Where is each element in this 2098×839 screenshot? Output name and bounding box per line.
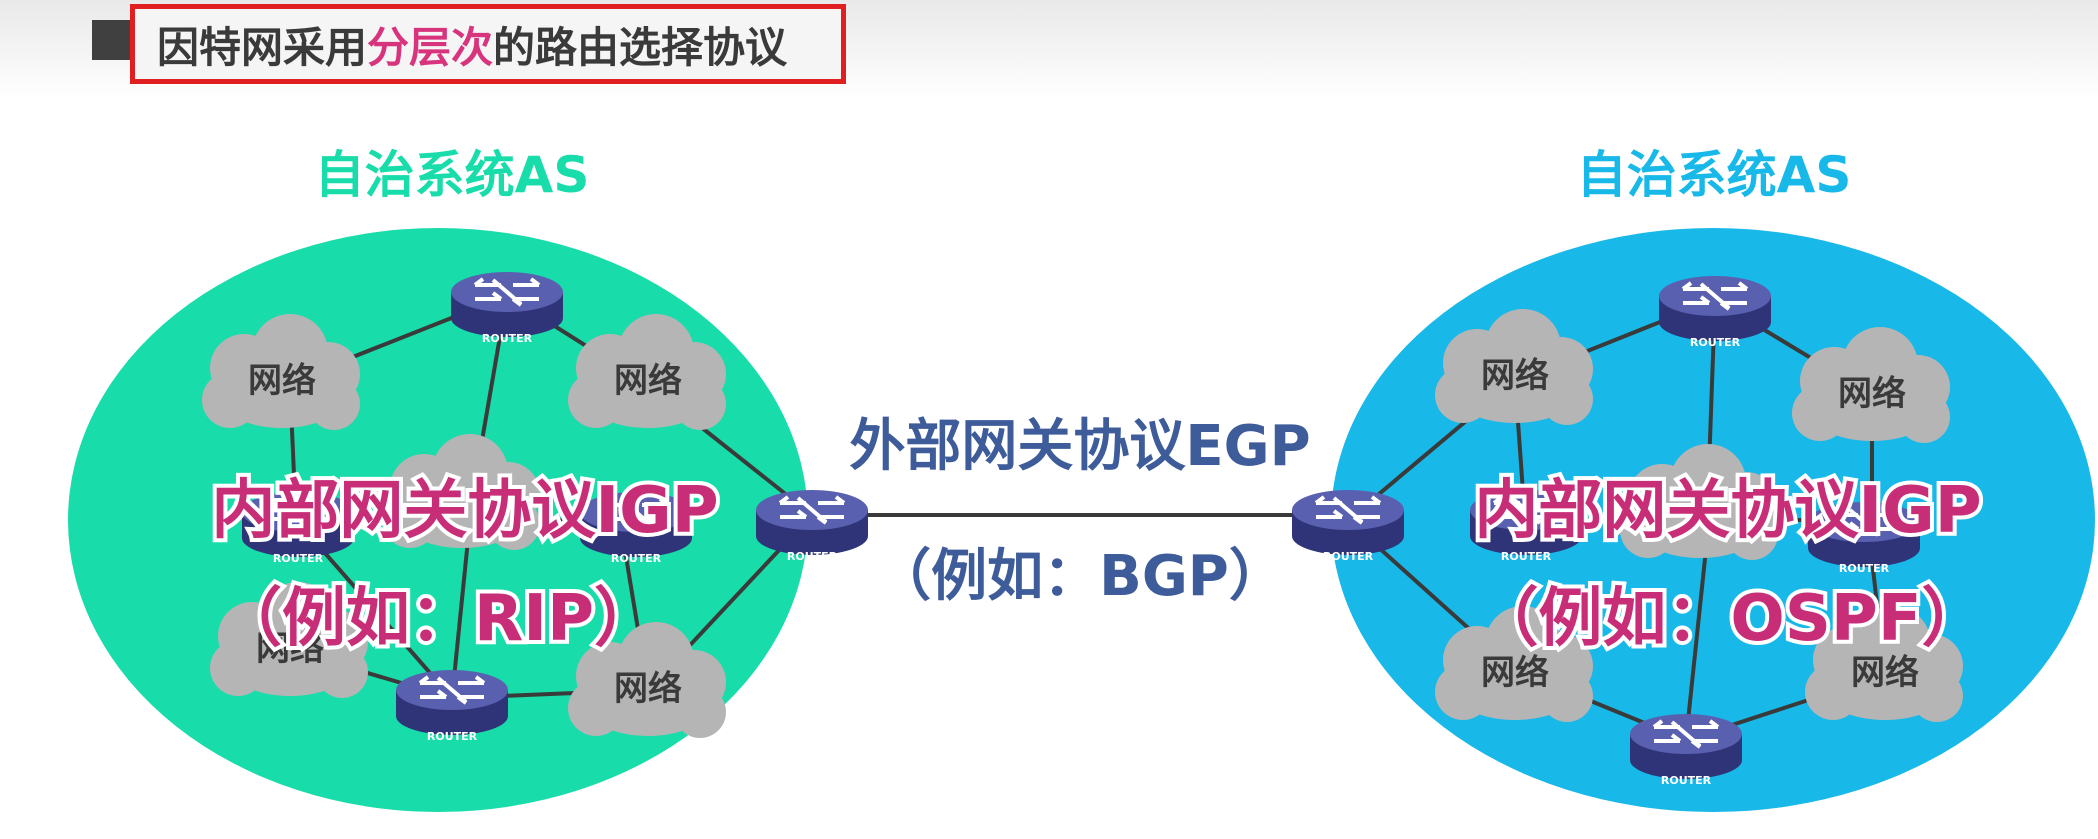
left-network-cloud-3: 网络 — [210, 582, 368, 698]
right-network-cloud-3: 网络 — [1435, 606, 1593, 722]
right-network-cloud-4: 网络 — [1805, 606, 1963, 722]
left-border-router: ROUTER — [754, 488, 870, 563]
egp-example: （例如：BGP） — [875, 544, 1285, 609]
svg-text:ROUTER: ROUTER — [1323, 550, 1374, 563]
svg-text:ROUTER: ROUTER — [1501, 550, 1552, 563]
svg-text:网络: 网络 — [614, 361, 682, 401]
slide-title: 因特网采用分层次的路由选择协议 — [130, 4, 846, 84]
title-suffix: 的路由选择协议 — [493, 22, 788, 72]
svg-text:网络: 网络 — [256, 629, 324, 669]
left-as-title: 自治系统AS — [315, 146, 590, 204]
left-router-top: ROUTER — [449, 270, 565, 345]
svg-text:网络: 网络 — [614, 669, 682, 709]
left-router-bottom: ROUTER — [394, 668, 510, 743]
right-igp-example: （例如：OSPF） — [1474, 582, 1985, 656]
svg-text:ROUTER: ROUTER — [1839, 562, 1890, 575]
svg-text:ROUTER: ROUTER — [1661, 774, 1712, 787]
svg-text:ROUTER: ROUTER — [273, 552, 324, 565]
svg-text:ROUTER: ROUTER — [427, 730, 478, 743]
svg-text:ROUTER: ROUTER — [611, 552, 662, 565]
right-router-bottom: ROUTER — [1628, 712, 1744, 787]
left-network-cloud-1: 网络 — [202, 314, 360, 430]
svg-text:ROUTER: ROUTER — [1690, 336, 1741, 349]
left-router-inner-right: ROUTER — [578, 490, 694, 565]
svg-text:网络: 网络 — [1838, 374, 1906, 414]
title-highlight: 分层次 — [367, 22, 494, 72]
title-bullet — [92, 20, 132, 60]
left-network-cloud-2: 网络 — [568, 314, 726, 430]
right-igp-label: 内部网关协议IGP — [1474, 474, 1981, 548]
left-igp-example: （例如：RIP） — [218, 582, 658, 656]
left-network-cloud-4: 网络 — [568, 622, 726, 738]
svg-text:网络: 网络 — [248, 361, 316, 401]
left-igp-label: 内部网关协议IGP — [211, 474, 718, 548]
right-as-title: 自治系统AS — [1577, 146, 1852, 204]
svg-text:网络: 网络 — [1481, 653, 1549, 693]
svg-text:网络: 网络 — [1481, 356, 1549, 396]
right-router-top: ROUTER — [1657, 274, 1773, 349]
svg-text:网络: 网络 — [1851, 653, 1919, 693]
svg-text:ROUTER: ROUTER — [787, 550, 838, 563]
left-router-inner-left: ROUTER — [240, 490, 356, 565]
title-prefix: 因特网采用 — [157, 22, 368, 72]
right-network-cloud-1: 网络 — [1435, 309, 1593, 425]
right-border-router: ROUTER — [1290, 488, 1406, 563]
right-network-cloud-2: 网络 — [1792, 327, 1950, 443]
svg-text:ROUTER: ROUTER — [482, 332, 533, 345]
egp-label: 外部网关协议EGP — [849, 414, 1310, 479]
right-router-inner-left: ROUTER — [1468, 488, 1584, 563]
right-router-inner-right: ROUTER — [1806, 500, 1922, 575]
